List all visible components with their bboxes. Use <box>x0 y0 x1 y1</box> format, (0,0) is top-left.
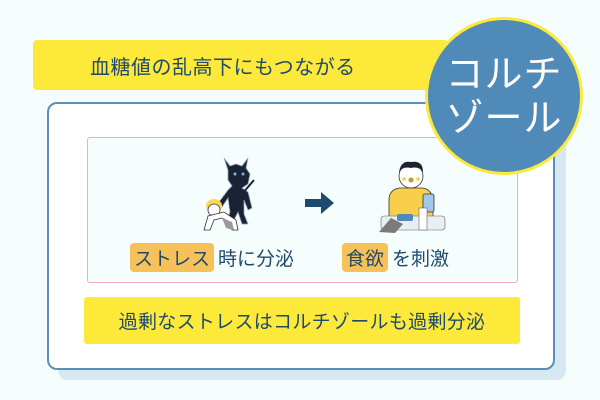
stressed-person-with-devil-icon <box>172 152 272 232</box>
top-banner-text: 血糖値の乱高下にもつながる <box>90 54 356 79</box>
bottom-banner: 過剰なストレスはコルチゾールも過剰分泌 <box>84 297 520 344</box>
appetite-highlight: 食欲 <box>342 243 389 272</box>
right-caption: 食欲 を刺激 <box>342 243 449 272</box>
badge-line-2: ゾール <box>445 96 563 140</box>
top-banner: 血糖値の乱高下にもつながる <box>33 40 448 90</box>
badge-line-1: コルチ <box>445 52 563 96</box>
left-caption-text: 時に分泌 <box>218 248 295 270</box>
bottom-banner-text: 過剰なストレスはコルチゾールも過剰分泌 <box>118 311 486 333</box>
stress-highlight: ストレス <box>130 243 215 272</box>
cortisol-badge: コルチ ゾール <box>425 17 583 175</box>
left-caption: ストレス 時に分泌 <box>130 243 294 272</box>
person-eating-food-icon <box>375 158 450 233</box>
right-caption-text: を刺激 <box>392 248 450 270</box>
right-arrow-icon <box>305 192 335 214</box>
